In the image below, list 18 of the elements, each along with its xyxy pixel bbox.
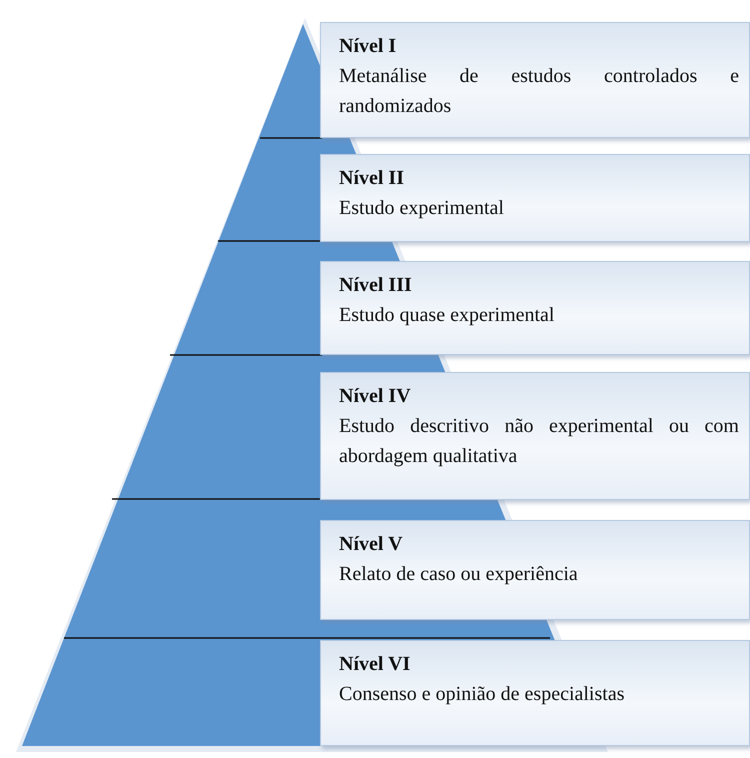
level-box — [320, 261, 750, 355]
level-description: Relato de caso ou experiência — [339, 562, 579, 587]
level-box — [320, 640, 750, 746]
level-box — [320, 22, 750, 138]
level-heading: Nível I — [339, 34, 398, 59]
level-description: Estudo experimental — [339, 196, 505, 221]
level-heading: Nível III — [339, 273, 413, 298]
level-heading: Nível V — [339, 532, 404, 557]
level-description: Metanálise de estudos controlados e randomizados — [339, 64, 739, 119]
level-heading: Nível II — [339, 166, 405, 191]
level-description: Consenso e opinião de especialistas — [339, 682, 626, 707]
level-description: Estudo descritivo não experimental ou com abordagem qualitativa — [339, 414, 739, 469]
level-heading: Nível VI — [339, 652, 412, 677]
level-box — [320, 520, 750, 620]
level-heading: Nível IV — [339, 384, 412, 409]
level-description: Estudo quase experimental — [339, 303, 556, 328]
level-box — [320, 372, 750, 500]
level-box — [320, 154, 750, 242]
